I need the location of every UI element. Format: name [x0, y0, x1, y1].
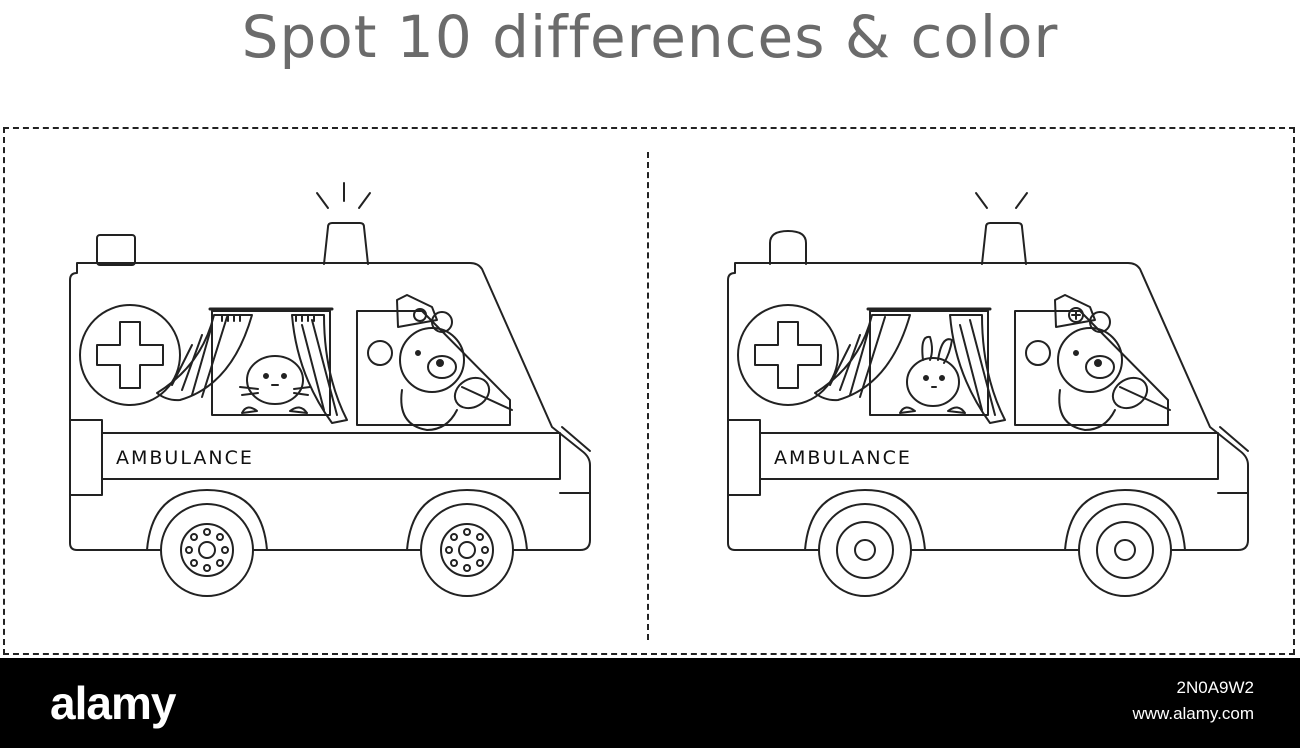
- side-window: [869, 310, 989, 416]
- image-id: 2N0A9W2: [1176, 678, 1254, 697]
- bear-driver: [399, 327, 465, 393]
- cross-emblem: [737, 304, 839, 406]
- steering-wheel: [1111, 376, 1149, 410]
- front-arch: [146, 489, 268, 551]
- passenger-animal: [906, 357, 960, 407]
- brand-logo: alamy: [50, 677, 176, 729]
- steering-wheel: [453, 376, 491, 410]
- left-picture[interactable]: AMBULANCE: [62, 175, 602, 605]
- passenger-animal: [246, 355, 304, 405]
- driver-window: [356, 310, 511, 426]
- side-window: [211, 310, 331, 416]
- wheel-left: [160, 503, 254, 597]
- front-arch: [804, 489, 926, 551]
- wheel-right: [1078, 503, 1172, 597]
- roof-box: [96, 234, 136, 266]
- nurse-hat: [1054, 294, 1096, 328]
- footer-bar: alamy 2N0A9W2 www.alamy.com: [0, 658, 1300, 748]
- van-body: [69, 262, 591, 551]
- van-body: [727, 262, 1249, 551]
- page-title: Spot 10 differences & color: [241, 3, 1059, 71]
- bear-driver: [1057, 327, 1123, 393]
- siren-rays: [975, 192, 1028, 209]
- right-picture[interactable]: AMBULANCE: [720, 175, 1260, 605]
- wheel-right: [420, 503, 514, 597]
- ambulance-left-drawing: [69, 182, 591, 597]
- puzzle-board: [3, 127, 1295, 655]
- stripe: [101, 432, 561, 480]
- ambulance-label-left: AMBULANCE: [116, 447, 254, 469]
- stripe: [759, 432, 1219, 480]
- ambulance-right-drawing: [727, 192, 1249, 597]
- roof-dome: [769, 230, 807, 265]
- siren-light: [323, 222, 369, 265]
- panel-divider: [647, 152, 649, 640]
- siren-rays: [316, 182, 371, 209]
- site-url: www.alamy.com: [1132, 704, 1254, 723]
- wheel-left: [818, 503, 912, 597]
- nurse-hat: [396, 294, 438, 328]
- siren-light: [981, 222, 1027, 265]
- cross-emblem: [79, 304, 181, 406]
- ambulance-label-right: AMBULANCE: [774, 447, 912, 469]
- rear-arch: [406, 489, 528, 551]
- rear-arch: [1064, 489, 1186, 551]
